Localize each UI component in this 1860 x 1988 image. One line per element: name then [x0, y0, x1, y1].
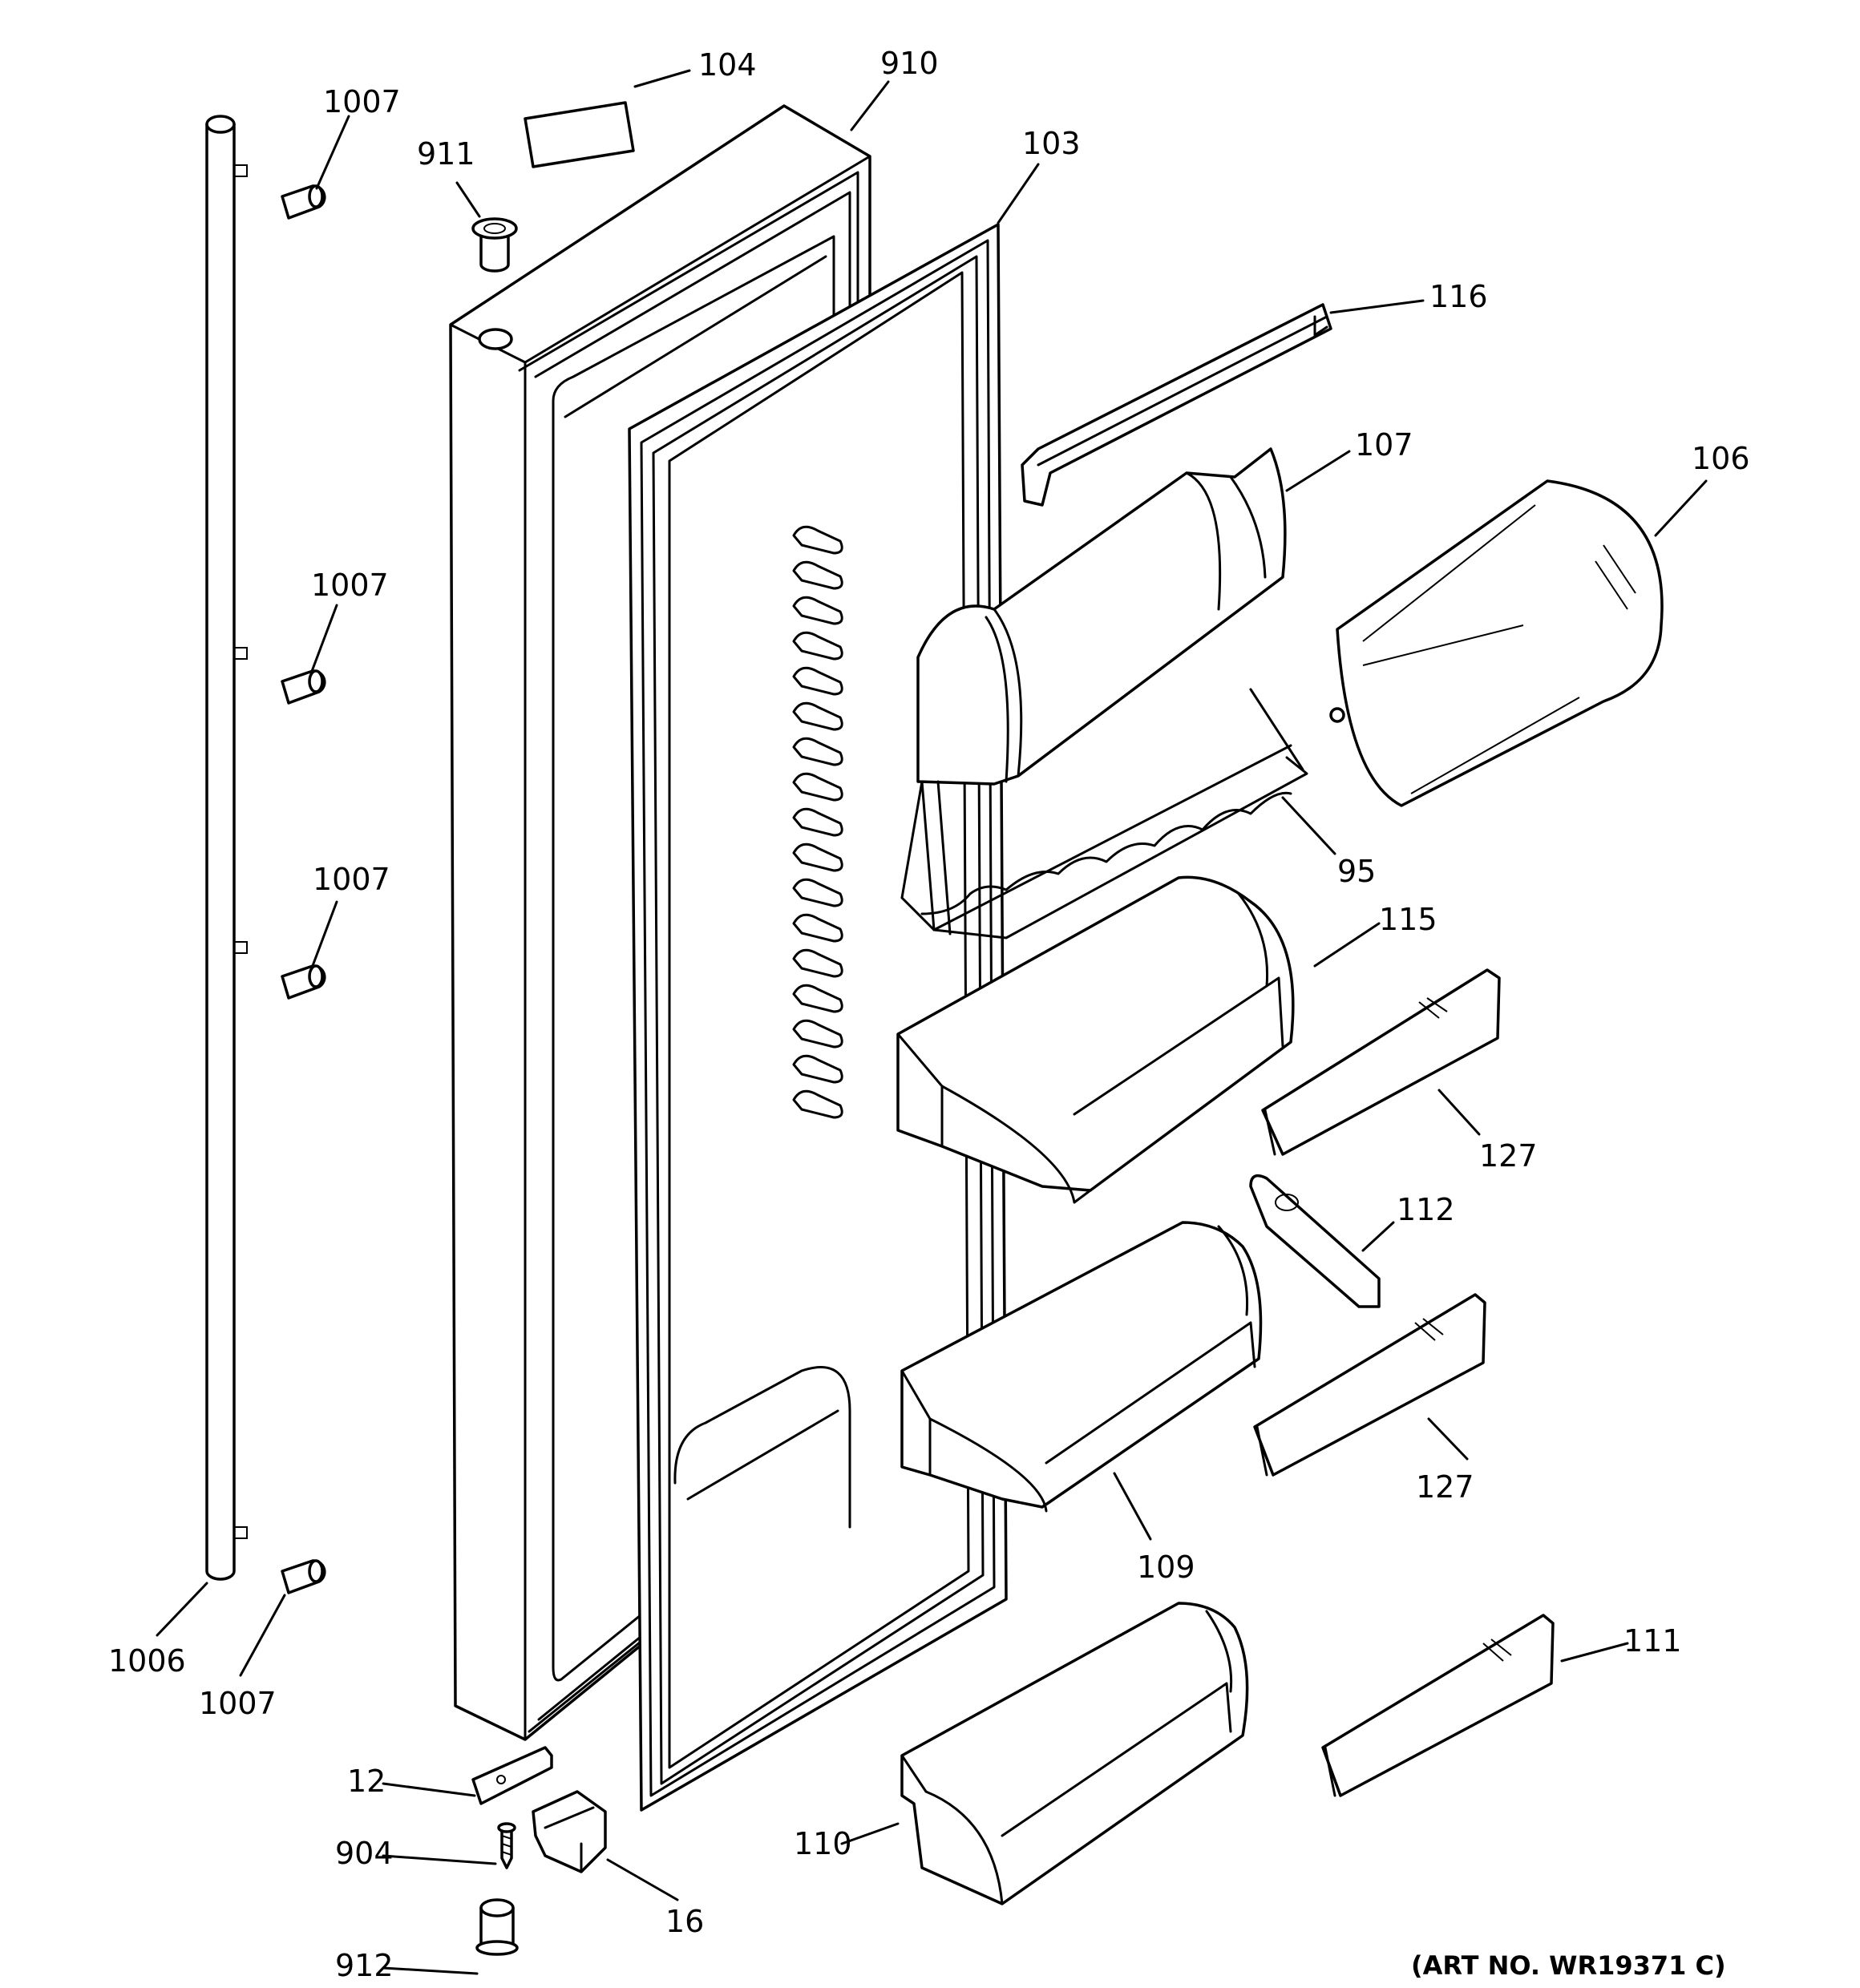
part-1006-handle-rod [205, 115, 248, 1581]
callout-12: 12 [347, 1764, 386, 1799]
callout-910: 910 [880, 46, 939, 81]
callout-109: 109 [1137, 1550, 1195, 1585]
callout-904: 904 [335, 1836, 394, 1871]
callout-912: 912 [335, 1948, 394, 1983]
part-127-shelf-front-2 [1253, 1293, 1486, 1477]
callout-112: 112 [1397, 1192, 1455, 1227]
part-127-shelf-front-1 [1261, 968, 1501, 1156]
part-16-hinge [532, 1790, 607, 1873]
door-shelf-ribs [792, 525, 843, 1119]
callout-911: 911 [417, 136, 475, 172]
callout-1006: 1006 [108, 1643, 186, 1679]
part-112-divider [1249, 1174, 1381, 1308]
callout-111: 111 [1623, 1623, 1682, 1659]
part-1007-clip-4 [281, 1559, 326, 1594]
part-109-door-bin [900, 1221, 1263, 1513]
part-104-badge [524, 101, 635, 168]
part-1007-clip-1 [281, 184, 326, 220]
art-number: (ART NO. WR19371 C) [1411, 1950, 1726, 1981]
part-115-door-bin [896, 875, 1295, 1204]
callout-16: 16 [665, 1904, 704, 1939]
callout-1007-bottom: 1007 [199, 1686, 277, 1721]
part-1007-clip-3 [281, 964, 326, 1000]
part-107-dairy-bin [916, 447, 1287, 786]
part-110-door-bin [900, 1602, 1249, 1905]
callout-106: 106 [1692, 441, 1750, 476]
callout-labels: 104 910 1007 911 103 116 107 106 1007 95… [108, 46, 1750, 1983]
part-912-hinge-pin [475, 1898, 519, 1956]
part-1007-clip-2 [281, 669, 326, 705]
part-106-bin-cover [1329, 479, 1664, 807]
callout-95: 95 [1337, 854, 1376, 889]
leader-lines [156, 69, 1708, 1975]
callout-1007-third: 1007 [313, 862, 390, 897]
callout-110: 110 [794, 1826, 852, 1861]
part-12-bracket [471, 1746, 553, 1805]
callout-103: 103 [1022, 126, 1081, 161]
callout-104: 104 [698, 47, 757, 83]
callout-115: 115 [1379, 902, 1437, 937]
callout-127-lower: 127 [1416, 1469, 1474, 1505]
part-911-plug [471, 217, 518, 273]
part-904-screw [497, 1822, 516, 1869]
callout-107: 107 [1355, 427, 1413, 463]
callout-1007-second: 1007 [311, 568, 389, 603]
callout-1007-top: 1007 [323, 84, 401, 119]
part-111-shelf-front [1321, 1614, 1555, 1797]
callout-127-upper: 127 [1479, 1138, 1538, 1174]
callout-116: 116 [1429, 279, 1488, 314]
part-95-wire-rack [900, 688, 1308, 939]
part-116-rail [1021, 303, 1332, 507]
